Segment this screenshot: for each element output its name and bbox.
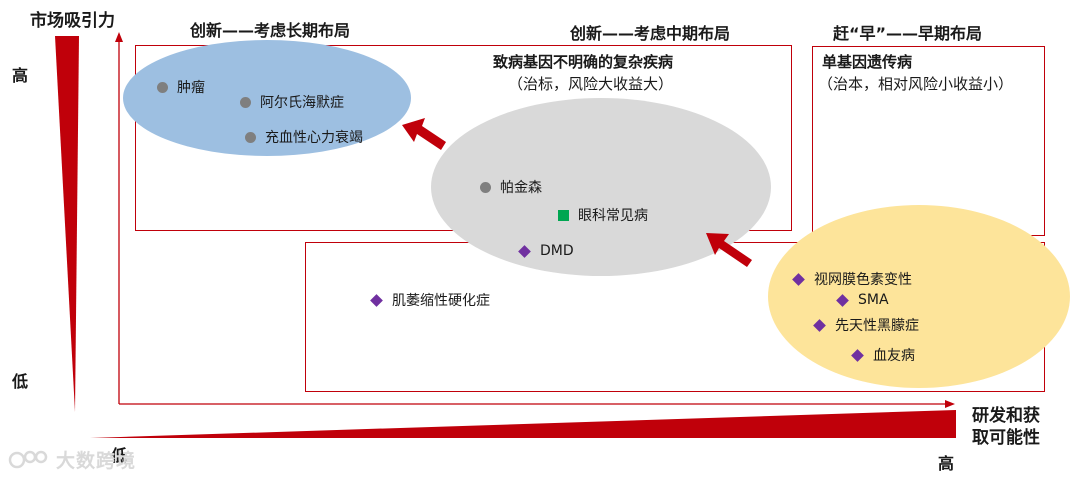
item-heart-failure: 充血性心力衰竭 (245, 127, 363, 147)
purple-diamond-icon (813, 318, 826, 332)
purple-diamond-icon (518, 244, 531, 258)
item-retinitis-label: 视网膜色素变性 (814, 272, 912, 288)
item-sma: SMA (836, 292, 889, 308)
x-axis-title-line2: 取可能性 (972, 428, 1040, 448)
item-hemophilia: 血友病 (851, 345, 915, 365)
x-low-label: 低 (111, 446, 128, 465)
item-parkinsons: 帕金森 (480, 177, 542, 197)
item-tumor-label: 肿瘤 (177, 80, 205, 96)
item-amaurosis: 先天性黑朦症 (813, 315, 919, 335)
section-long-term: 创新——考虑长期布局 (190, 21, 351, 40)
gray-circle-icon (240, 96, 251, 108)
gray-circle-icon (480, 181, 491, 193)
long-term-ellipse (123, 40, 411, 156)
item-sma-label: SMA (858, 292, 889, 308)
x-axis-title: 研发和获 取可能性 (972, 405, 1040, 449)
watermark-text: 大数跨境 (56, 450, 137, 472)
item-dmd: DMD (518, 243, 574, 259)
item-retinitis: 视网膜色素变性 (792, 269, 912, 289)
item-eye: 眼科常见病 (558, 205, 648, 225)
purple-diamond-icon (370, 293, 383, 307)
complex-disease-title: 致病基因不明确的复杂疾病 (493, 53, 674, 71)
green-square-icon (558, 209, 569, 221)
item-als: 肌萎缩性硬化症 (370, 290, 490, 310)
y-axis-wedge (55, 36, 79, 412)
arrow-to-mid-term (706, 233, 752, 267)
single-gene-subtitle: （治本，相对风险小收益小） (818, 75, 1014, 93)
y-low-label: 低 (12, 372, 29, 391)
single-gene-title: 单基因遗传病 (822, 53, 913, 71)
x-axis-title-line1: 研发和获 (972, 406, 1040, 426)
purple-diamond-icon (836, 293, 849, 307)
x-high-label: 高 (938, 454, 955, 473)
purple-diamond-icon (851, 348, 864, 362)
item-heart-failure-label: 充血性心力衰竭 (265, 130, 363, 146)
watermark-logo-icon (8, 450, 48, 468)
item-parkinsons-label: 帕金森 (500, 180, 542, 196)
y-axis-title: 市场吸引力 (30, 11, 115, 31)
item-als-label: 肌萎缩性硬化症 (392, 293, 490, 309)
purple-diamond-icon (792, 272, 805, 286)
item-alzheimers-label: 阿尔氏海默症 (260, 95, 344, 111)
item-dmd-label: DMD (540, 243, 574, 259)
gray-circle-icon (245, 131, 256, 143)
item-amaurosis-label: 先天性黑朦症 (835, 318, 919, 334)
complex-disease-subtitle: （治标，风险大收益大） (508, 75, 674, 93)
gray-circle-icon (157, 81, 168, 93)
axis-arrows (115, 32, 955, 408)
early-ellipse (768, 205, 1070, 388)
item-alzheimers: 阿尔氏海默症 (240, 92, 344, 112)
section-early: 赶“早”——早期布局 (833, 24, 983, 43)
item-eye-label: 眼科常见病 (578, 208, 648, 224)
item-tumor: 肿瘤 (157, 77, 205, 97)
x-axis-wedge (90, 410, 956, 438)
y-high-label: 高 (12, 66, 29, 85)
section-mid-term: 创新——考虑中期布局 (570, 24, 731, 43)
watermark: 大数跨境 (8, 446, 136, 473)
item-hemophilia-label: 血友病 (873, 348, 915, 364)
arrow-to-long-term (402, 118, 446, 150)
